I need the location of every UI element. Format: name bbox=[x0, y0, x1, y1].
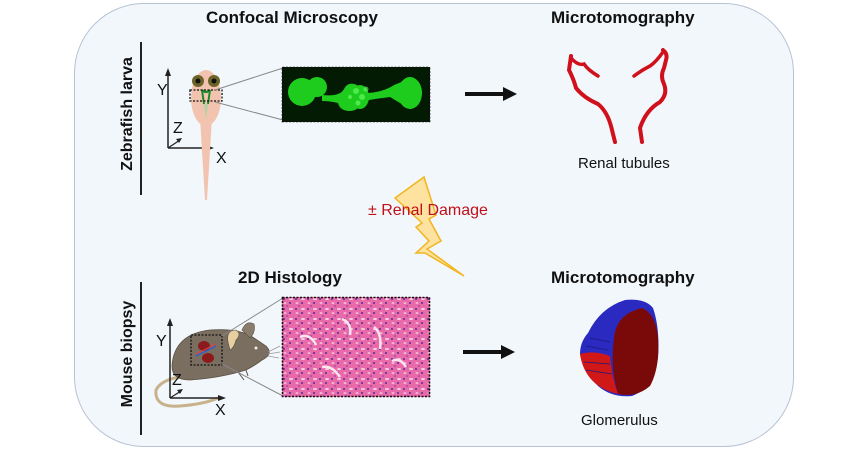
confocal-title: Confocal Microscopy bbox=[206, 8, 378, 27]
renal-tubules-render bbox=[567, 48, 669, 144]
histology-image bbox=[281, 296, 431, 398]
zebrafish-divider bbox=[140, 42, 142, 195]
mouse-axes bbox=[167, 318, 226, 401]
microtomography-title-top: Microtomography bbox=[551, 8, 695, 27]
lightning-icon bbox=[393, 175, 465, 277]
mouse-kidney bbox=[195, 341, 217, 363]
zebrafish-illustration bbox=[165, 68, 223, 200]
renal-damage-label: ± Renal Damage bbox=[368, 202, 488, 219]
mouse-axis-z: Z bbox=[172, 372, 182, 389]
renal-tubules-caption: Renal tubules bbox=[578, 155, 670, 172]
mouse-body bbox=[171, 322, 281, 381]
mouse-axis-y: Y bbox=[156, 333, 167, 350]
zebrafish-axis-x: X bbox=[216, 150, 227, 167]
microtomography-title-bottom: Microtomography bbox=[551, 268, 695, 287]
mouse-illustration bbox=[154, 318, 281, 408]
mouse-tail bbox=[154, 374, 219, 408]
confocal-image bbox=[281, 66, 431, 123]
mouse-axis-x: X bbox=[215, 402, 226, 419]
zebrafish-axis-z: Z bbox=[173, 120, 183, 137]
arrow-icon-top bbox=[465, 87, 517, 101]
zebrafish-body bbox=[189, 70, 223, 200]
histology-title: 2D Histology bbox=[238, 268, 342, 287]
zebrafish-axis-y: Y bbox=[157, 82, 168, 99]
mouse-divider bbox=[140, 282, 142, 435]
glomerulus-render bbox=[580, 299, 659, 397]
arrow-icon-bottom bbox=[463, 345, 515, 359]
glomerulus-caption: Glomerulus bbox=[581, 412, 658, 429]
